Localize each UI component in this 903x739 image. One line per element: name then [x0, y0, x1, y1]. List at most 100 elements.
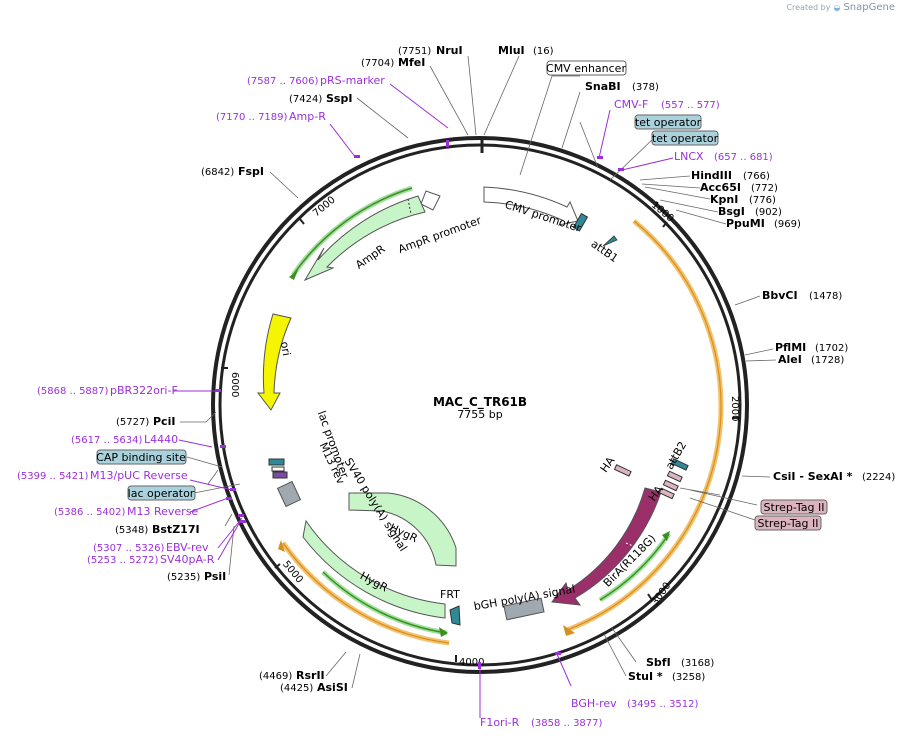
- site-name-rsrii: RsrII: [296, 669, 325, 682]
- site-pos-hindiii: (766): [743, 171, 770, 182]
- feature-label-ha-1: HA: [598, 454, 618, 475]
- ampr-arrow: [303, 195, 426, 282]
- site-pos-snabi: (378): [632, 82, 659, 93]
- primer-pos-bgh-rev: (3495 .. 3512): [627, 699, 699, 710]
- site-pos-mlui: (16): [533, 46, 554, 57]
- box-lac-operator: lac operator: [128, 487, 195, 500]
- primer-name-bgh-rev: BGH-rev: [571, 697, 617, 710]
- orf-arcs: [278, 185, 724, 646]
- primer-name-f1ori-r: F1ori-R: [480, 716, 520, 729]
- box-cap-binding-site: CAP binding site: [96, 451, 186, 464]
- feature-label-attb1: attB1: [589, 237, 621, 265]
- primer-pos-m13-reverse: (5386 .. 5402): [54, 507, 126, 518]
- site-name-asisi: AsiSI: [317, 681, 348, 694]
- site-name-pflmi: PflMI: [775, 341, 806, 354]
- primer-pos-lncx: (657 .. 681): [714, 152, 773, 163]
- restriction-sites: (7751) NruI MluI (16) (7704) MfeI SnaBI …: [115, 44, 895, 694]
- box-strep-tag-1: Strep-Tag II: [764, 501, 825, 514]
- site-pos-bstz17i: (5348): [115, 525, 148, 536]
- primer-pos-pbr322ori-f: (5868 .. 5887): [37, 386, 109, 397]
- primer-name-m13-reverse: M13 Reverse: [127, 505, 198, 518]
- site-pos-csii-sexai: (2224): [862, 472, 895, 483]
- primer-name-pbr322ori-f: pBR322ori-F: [110, 384, 178, 397]
- site-name-ppumi: PpuMI: [726, 217, 765, 230]
- site-name-stui: StuI *: [628, 670, 663, 683]
- features: [256, 186, 689, 626]
- snapgene-logo: Created by ◒ SnapGene: [786, 2, 895, 13]
- site-pos-mfei: (7704): [361, 58, 394, 69]
- boxed-feature-labels: CMV enhancer tet operator tet operator C…: [96, 60, 828, 531]
- site-pos-fspi: (6842): [201, 167, 234, 178]
- box-tet-operator-2: tet operator: [652, 132, 719, 145]
- site-pos-ppumi: (969): [774, 219, 801, 230]
- primer-pos-m13-puc-reverse: (5399 .. 5421): [17, 471, 89, 482]
- primer-name-sv40pa-r: SV40pA-R: [160, 553, 215, 566]
- tick-label-2000: 2000: [729, 396, 740, 421]
- box-strep-tag-2: Strep-Tag II: [758, 517, 819, 530]
- feature-label-ori: ori: [278, 341, 293, 357]
- feature-label-frt: FRT: [440, 588, 460, 601]
- primer-labels: (7587 .. 7606) pRS-marker (7170 .. 7189)…: [17, 74, 773, 729]
- cmv-promoter-arrow: [483, 186, 579, 226]
- primer-name-cmv-f: CMV-F: [614, 98, 648, 111]
- primer-marks: [215, 140, 624, 669]
- site-pos-bsgi: (902): [755, 207, 782, 218]
- primer-lines: [173, 83, 674, 718]
- site-pos-pcii: (5727): [116, 417, 149, 428]
- site-pos-psii: (5235): [167, 572, 200, 583]
- site-name-acc65i: Acc65I: [700, 181, 741, 194]
- feature-label-ampr: AmpR: [353, 242, 388, 272]
- hygr-arrow-lower: [302, 519, 446, 619]
- site-pos-asisi: (4425): [280, 683, 313, 694]
- site-pos-alei: (1728): [811, 355, 844, 366]
- primer-pos-ebv-rev: (5307 .. 5326): [93, 543, 165, 554]
- primer-name-m13-puc-reverse: M13/pUC Reverse: [90, 469, 188, 482]
- hygr-arrow-upper: [348, 492, 457, 567]
- site-pos-pflmi: (1702): [815, 343, 848, 354]
- primer-name-ebv-rev: EBV-rev: [166, 541, 209, 554]
- tick-label-4000: 4000: [459, 657, 484, 668]
- site-name-nrui: NruI: [436, 44, 463, 57]
- site-pos-stui: (3258): [672, 672, 705, 683]
- site-name-alei: AleI: [778, 353, 802, 366]
- primer-pos-prs-marker: (7587 .. 7606): [247, 76, 319, 87]
- plasmid-length: 7755 bp: [457, 408, 502, 421]
- logo-created-by: Created by: [786, 3, 831, 12]
- primer-name-amp-r: Amp-R: [289, 110, 326, 123]
- ori-arrow: [256, 313, 292, 411]
- primer-pos-f1ori-r: (3858 .. 3877): [531, 718, 603, 729]
- feature-label-ampr-promoter: AmpR promoter: [396, 214, 483, 256]
- site-name-hindiii: HindIII: [691, 169, 732, 182]
- site-name-psii: PsiI: [204, 570, 226, 583]
- site-pos-acc65i: (772): [751, 183, 778, 194]
- site-name-csii-sexai: CsiI - SexAI *: [773, 470, 853, 483]
- logo-brand: SnapGene: [843, 2, 895, 13]
- primer-pos-sv40pa-r: (5253 .. 5272): [87, 555, 159, 566]
- site-name-fspi: FspI: [238, 165, 264, 178]
- snapgene-icon: ◒: [833, 3, 841, 12]
- site-name-bstz17i: BstZ17I: [152, 523, 200, 536]
- site-name-sspi: SspI: [326, 92, 352, 105]
- site-pos-kpni: (776): [749, 195, 776, 206]
- primer-pos-l4440: (5617 .. 5634): [71, 435, 143, 446]
- primer-name-lncx: LNCX: [674, 150, 704, 163]
- site-name-pcii: PciI: [153, 415, 175, 428]
- site-name-snabi: SnaBI: [585, 80, 621, 93]
- site-name-bsgi: BsgI: [718, 205, 745, 218]
- bira-arrow: [551, 487, 662, 606]
- site-name-sbfi: SbfI: [646, 656, 671, 669]
- site-name-mlui: MluI: [498, 44, 525, 57]
- leader-lines: [180, 55, 777, 689]
- primer-pos-cmv-f: (557 .. 577): [661, 100, 720, 111]
- site-pos-sspi: (7424): [289, 94, 322, 105]
- primer-name-l4440: L4440: [144, 433, 178, 446]
- box-cmv-enhancer: CMV enhancer: [546, 62, 626, 75]
- tick-label-6000: 6000: [229, 372, 240, 397]
- site-pos-sbfi: (3168): [681, 658, 714, 669]
- primer-pos-amp-r: (7170 .. 7189): [216, 112, 288, 123]
- site-name-mfei: MfeI: [398, 56, 425, 69]
- site-pos-rsrii: (4469): [259, 671, 292, 682]
- primer-name-prs-marker: pRS-marker: [320, 74, 385, 87]
- site-pos-bbvci: (1478): [809, 291, 842, 302]
